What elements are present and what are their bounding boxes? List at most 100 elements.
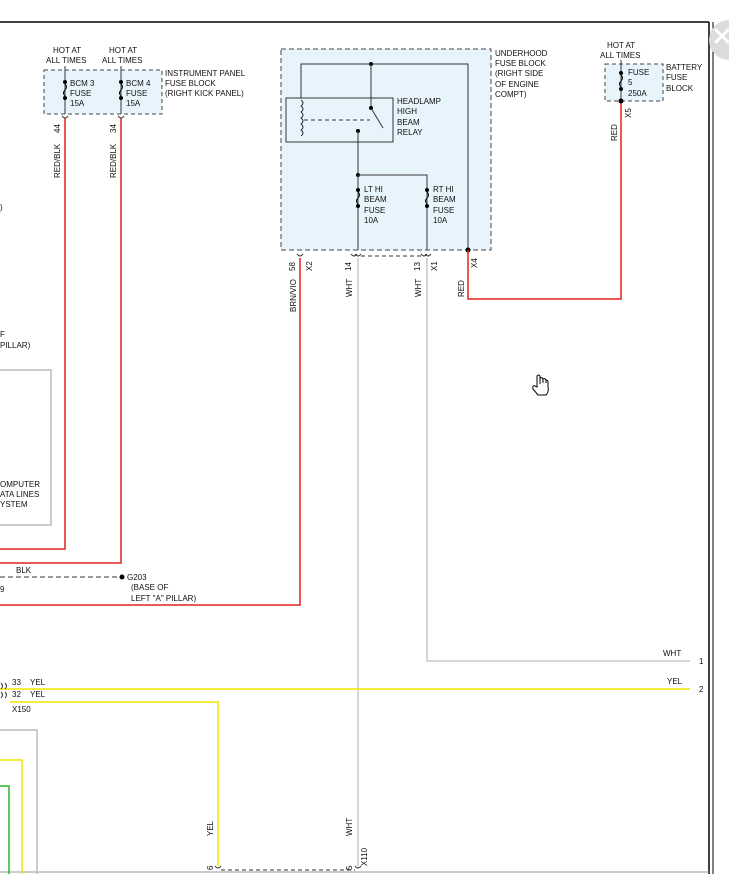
lt-fuse-node-top (356, 188, 360, 192)
headlamp-relay-box (285, 97, 394, 143)
batt-fuse-symbol (619, 74, 623, 88)
hot-label-1b: ALL TIMES (46, 56, 86, 65)
wire-wht-13: WHT (414, 279, 423, 297)
pin14-connector-b (354, 253, 362, 257)
pin44-connector (61, 115, 69, 119)
pin-6-label: 6 (206, 865, 215, 870)
batt-fuse-b: 5 (628, 78, 633, 87)
batt-fuse-node-top (619, 71, 623, 75)
pin6-connector (214, 865, 222, 869)
pin-x4-conn: X4 (470, 258, 479, 268)
relay-label-d: RELAY (397, 128, 423, 137)
close-icon-glyph (714, 28, 729, 44)
red-blk-wire-2 (0, 118, 122, 564)
lt-fuse-label-c: FUSE (364, 206, 385, 215)
bcm4-fuse-node-bottom (119, 96, 123, 100)
ip-block-label-b: FUSE BLOCK (165, 79, 216, 88)
rt-fuse-symbol (425, 191, 429, 205)
wire-red-blk-1: RED/BLK (53, 143, 62, 178)
right-pin-2: 2 (699, 685, 704, 694)
left-pillar-b: PILLAR) (0, 341, 31, 350)
bcm3-label-c: 15A (70, 99, 85, 108)
rt-fuse-label-c: FUSE (433, 206, 454, 215)
conn-32-icon (0, 691, 7, 699)
bottom-wht-label: WHT (345, 818, 354, 836)
relay-coil-icon (300, 99, 304, 137)
pin44-label: 44 (53, 124, 62, 133)
relay-label-a: HEADLAMP (397, 97, 441, 106)
wire-red-x4: RED (457, 280, 466, 297)
ground-g203-node (119, 574, 125, 580)
pin13-connector-b (424, 253, 432, 257)
lt-fuse-node-bottom (356, 204, 360, 208)
bcm3-label-b: FUSE (70, 89, 91, 98)
battery-fuse-block (604, 63, 664, 102)
bcm3-fuse-symbol (63, 83, 67, 97)
x110-label: X110 (360, 847, 369, 866)
lt-fuse-symbol (356, 191, 360, 205)
pin34-connector (117, 115, 125, 119)
left-paren: ) (0, 203, 3, 212)
relay-switch-icon (370, 107, 384, 129)
relay-label-b: HIGH (397, 107, 417, 116)
pin14-num: 14 (344, 262, 353, 271)
lower-module-box (0, 729, 38, 874)
lt-fuse-label-d: 10A (364, 216, 379, 225)
bcm4-label-a: BCM 4 (126, 79, 151, 88)
right-pin-1: 1 (699, 657, 704, 666)
bcm4-fuse-symbol (119, 83, 123, 97)
pin14-connector-a (350, 253, 358, 257)
grn-wire-inner (0, 785, 10, 874)
batt-fuse-a: FUSE (628, 68, 649, 77)
left-num-9: 9 (0, 585, 5, 594)
batt-out-node (618, 98, 624, 104)
batt-hot-a: HOT AT (607, 41, 635, 50)
instrument-panel-fuse-block (43, 69, 163, 115)
blk-label: BLK (16, 566, 32, 575)
hot-label-2a: HOT AT (109, 46, 137, 55)
rt-fuse-feed (358, 174, 428, 250)
yel-label-2: YEL (30, 690, 46, 699)
pin58-connector (296, 253, 304, 257)
wire-brn-vio: BRN/VIO (289, 279, 298, 312)
batt-fuse-c: 250A (628, 89, 647, 98)
uh-label-e: COMPT) (495, 90, 527, 99)
wht-wire-13 (426, 258, 690, 662)
relay-label-c: BEAM (397, 118, 420, 127)
pin58-num: 58 (288, 262, 297, 271)
pin34-label: 34 (109, 124, 118, 133)
ground-desc-a: (BASE OF (131, 583, 168, 592)
yel-wire-32 (10, 701, 219, 866)
right-wht-label: WHT (663, 649, 681, 658)
hot-label-2b: ALL TIMES (102, 56, 142, 65)
pin58-conn: X2 (305, 261, 314, 271)
close-button[interactable] (709, 20, 729, 60)
pin5-connector (354, 865, 362, 869)
brn-vio-wire (0, 258, 301, 606)
red-wire-x4 (467, 102, 622, 300)
bcm4-label-c: 15A (126, 99, 141, 108)
batt-conn-x5: X5 (624, 108, 633, 118)
yel-wire-inner (0, 759, 23, 874)
pin13-num: 13 (413, 262, 422, 271)
uh-label-b: FUSE BLOCK (495, 59, 546, 68)
left-pillar-a: F (0, 330, 5, 339)
computer-label-b: ATA LINES (0, 490, 39, 499)
conn-33-icon (0, 682, 7, 690)
batt-wire-red: RED (610, 124, 619, 141)
ground-desc-b: LEFT "A" PILLAR) (131, 594, 196, 603)
pin-5-label: 5 (345, 865, 354, 870)
lt-fuse-label-a: LT HI (364, 185, 383, 194)
uh-label-c: (RIGHT SIDE (495, 69, 543, 78)
uh-label-d: OF ENGINE (495, 80, 539, 89)
x150-label: X150 (12, 705, 31, 714)
rt-fuse-node-bottom (425, 204, 429, 208)
ip-block-label-c: (RIGHT KICK PANEL) (165, 89, 244, 98)
hot-label-1a: HOT AT (53, 46, 81, 55)
conn-33-label: 33 (12, 678, 21, 687)
batt-block-b: FUSE (666, 73, 687, 82)
batt-hot-b: ALL TIMES (600, 51, 640, 60)
bcm4-fuse-node-top (119, 80, 123, 84)
wire-red-blk-2: RED/BLK (109, 143, 118, 178)
